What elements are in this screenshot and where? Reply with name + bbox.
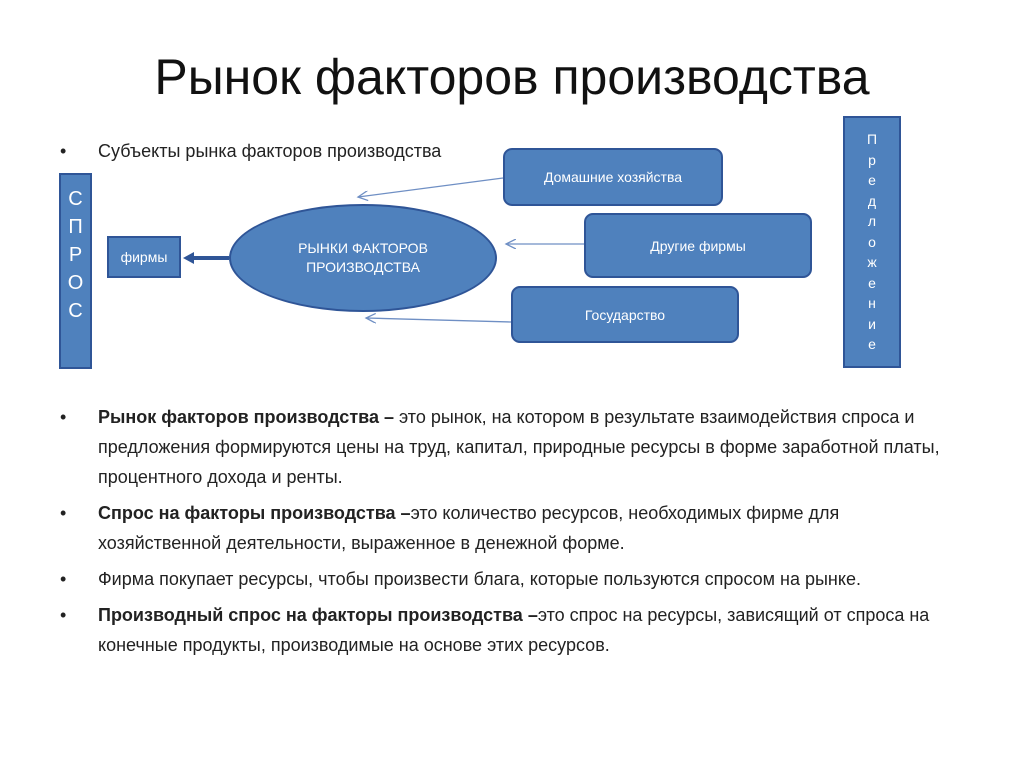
demand-letter: С (68, 300, 83, 322)
supply-letter: н (868, 295, 876, 311)
definition-text: это рынок, на котором в результате взаим… (98, 407, 940, 487)
definition-text: это спрос на ресурсы, зависящий от спрос… (98, 605, 930, 655)
bullet-marker: • (60, 605, 67, 625)
definitions-list: • Рынок факторов производства – это рыно… (60, 402, 960, 666)
supply-letter: д (867, 192, 877, 209)
definition-text: Фирма покупает ресурсы, чтобы произвести… (98, 569, 861, 589)
households-box: Домашние хозяйства (503, 148, 723, 206)
definition-term: Рынок факторов производства – (98, 407, 394, 427)
supply-letter: е (868, 336, 876, 352)
list-item: • Фирма покупает ресурсы, чтобы произвес… (60, 564, 960, 594)
bullet-marker: • (60, 141, 67, 161)
definition-text: это количество ресурсов, необходимых фир… (98, 503, 840, 553)
arrow-market-to-firms-head (183, 252, 194, 264)
supply-letter: р (868, 151, 876, 168)
supply-letter: ж (867, 254, 877, 270)
state-box: Государство (511, 286, 739, 343)
page-title: Рынок факторов производства (154, 49, 870, 105)
arrow-households-to-market (358, 177, 504, 197)
demand-letter: П (68, 216, 83, 238)
bullet-marker: • (60, 503, 67, 523)
definition-term: Спрос на факторы производства – (98, 503, 411, 523)
subjects-text: Субъекты рынка факторов производства (98, 141, 442, 161)
bullet-marker: • (60, 407, 67, 427)
list-item: • Рынок факторов производства – это рыно… (60, 402, 960, 492)
supply-letter: е (868, 172, 876, 188)
subjects-bullet: • Субъекты рынка факторов производства (60, 141, 441, 162)
definition-term: Производный спрос на факторы производств… (98, 605, 538, 625)
list-item: • Производный спрос на факторы производс… (60, 600, 960, 660)
arrow-state-to-market (366, 318, 512, 322)
demand-letter: О (67, 272, 84, 294)
supply-letter: П (866, 131, 878, 147)
other-firms-box: Другие фирмы (584, 213, 812, 278)
supply-letter: и (868, 315, 876, 332)
supply-letter: о (868, 233, 876, 250)
demand-letter: Р (68, 244, 83, 266)
firms-box: фирмы (107, 236, 181, 278)
market-ellipse: РЫНКИ ФАКТОРОВ ПРОИЗВОДСТВА (229, 204, 497, 312)
list-item: • Спрос на факторы производства –это кол… (60, 498, 960, 558)
supply-letter: л (867, 213, 877, 229)
demand-letter: С (68, 188, 83, 210)
bullet-marker: • (60, 569, 67, 589)
supply-letter: е (868, 274, 876, 291)
